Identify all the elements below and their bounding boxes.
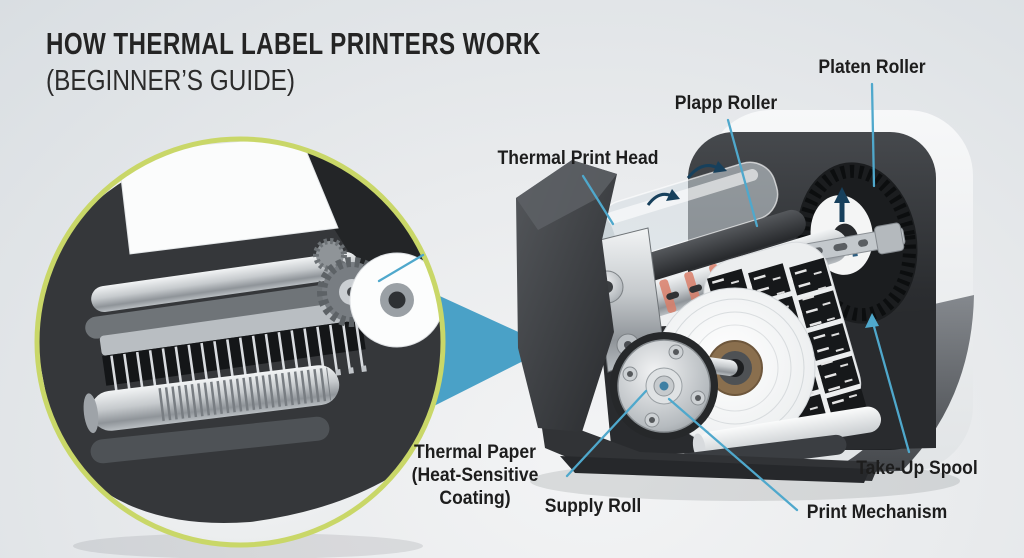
take-up-leader-arrowhead [865, 313, 879, 328]
printer-base-lip [560, 456, 870, 483]
callout-supply-roll: Supply Roll [544, 495, 642, 517]
print-mechanism-illustration [610, 332, 718, 440]
rotation-arrow-icons [646, 161, 727, 206]
feed-direction-arrow [834, 187, 850, 222]
title-line-2: (BEGINNER’S GUIDE) [46, 65, 296, 97]
inset-spool-leader-line [377, 253, 425, 283]
page-title: HOW THERMAL LABEL PRINTERS WORK (BEGINNE… [46, 26, 680, 98]
printer-case-lower-right [826, 295, 974, 473]
callout-take-up-spool: Take-Up Spool [856, 457, 978, 479]
printer-illustration [516, 110, 974, 483]
print-mechanism-leader-line [667, 397, 799, 512]
inset-ring [34, 136, 446, 548]
callout-thermal-paper-line-2: (Heat-Sensitive [411, 464, 539, 486]
platen-roller-leader-line [870, 82, 876, 188]
inset-content [37, 139, 443, 523]
leader-lines [377, 82, 911, 512]
callout-print-mechanism: Print Mechanism [806, 501, 948, 523]
callout-thermal-print-head: Thermal Print Head [497, 147, 659, 169]
callout-plapp-roller: Plapp Roller [674, 92, 778, 114]
take-up-spool-leader-line [871, 321, 911, 454]
plapp-roller-leader-line [726, 118, 759, 228]
callout-thermal-paper: Thermal Paper (Heat-Sensitive Coating) [412, 441, 539, 510]
inset-spool-disc [349, 252, 443, 348]
callout-thermal-paper-line-3: Coating) [439, 487, 511, 509]
zoom-callout-triangle [420, 287, 551, 413]
title-line-1: HOW THERMAL LABEL PRINTERS WORK [46, 26, 541, 61]
spring-roller [83, 365, 340, 434]
callout-thermal-paper-line-1: Thermal Paper [414, 441, 536, 463]
thermal-print-head-leader-line [581, 174, 615, 226]
inset-magnifier [34, 136, 446, 548]
printer-open-lid-top [516, 160, 617, 230]
callout-platen-roller: Platen Roller [818, 56, 926, 78]
supply-roll-leader-line [565, 389, 648, 478]
